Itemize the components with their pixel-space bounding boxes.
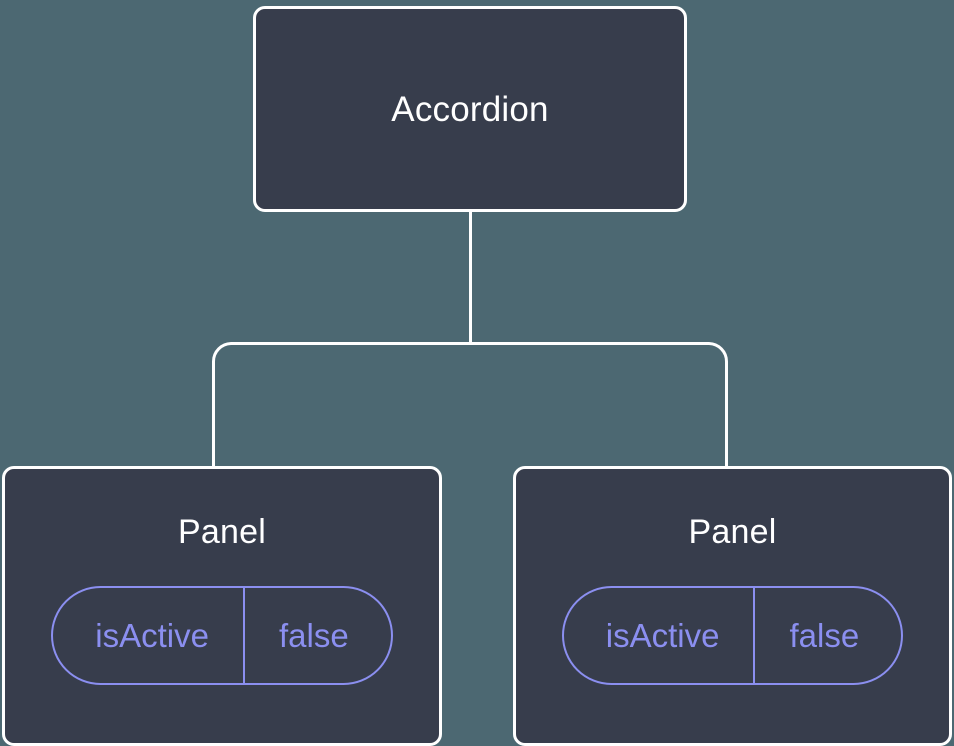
- prop-pill-isactive-2[interactable]: isActive false: [561, 586, 904, 685]
- connector-branch-left: [212, 342, 471, 466]
- node-accordion-title: Accordion: [391, 89, 549, 129]
- prop-value-isactive-2: false: [753, 588, 901, 683]
- prop-pill-isactive-1[interactable]: isActive false: [51, 586, 393, 685]
- node-panel-2-title: Panel: [688, 513, 777, 551]
- connector-branch-right: [470, 342, 728, 466]
- node-panel-2[interactable]: Panel isActive false: [513, 466, 952, 746]
- node-accordion[interactable]: Accordion: [253, 6, 687, 212]
- node-panel-1-title: Panel: [178, 513, 266, 551]
- prop-value-isactive-1: false: [242, 588, 391, 683]
- prop-key-isactive-1: isActive: [95, 617, 209, 654]
- node-panel-1[interactable]: Panel isActive false: [2, 466, 442, 746]
- prop-key-isactive-2: isActive: [605, 617, 720, 654]
